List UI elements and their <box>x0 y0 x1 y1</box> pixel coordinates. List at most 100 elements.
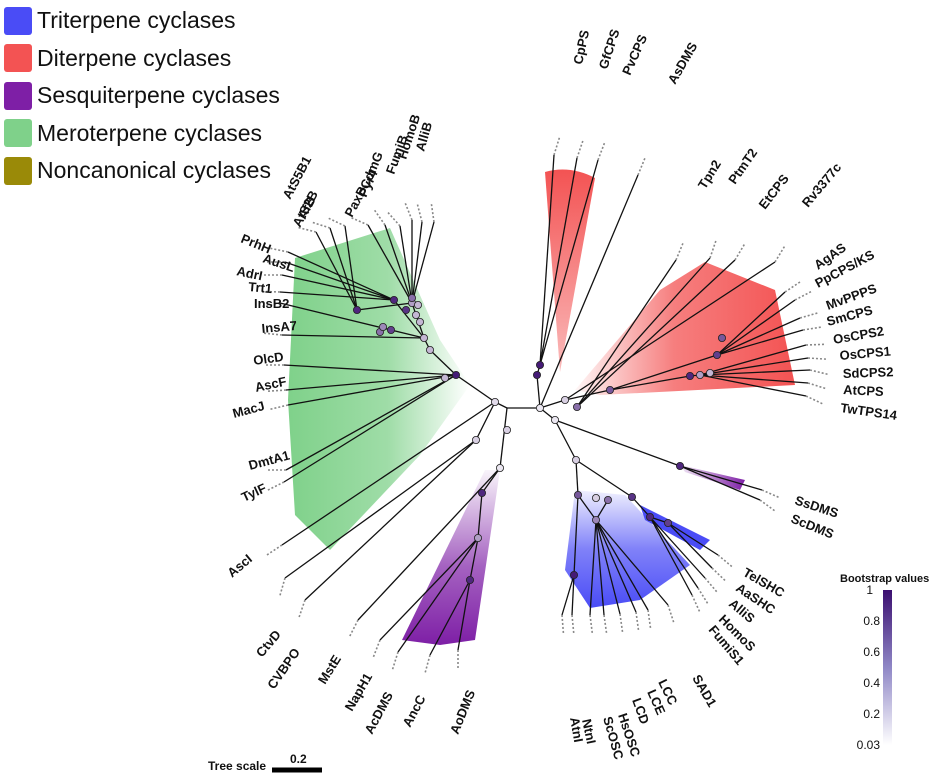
tree-branch <box>539 154 555 366</box>
bootstrap-node <box>401 305 410 314</box>
tree-branch <box>561 574 575 616</box>
leaf-label: Trt1 <box>248 279 273 296</box>
tree-branch <box>285 374 457 471</box>
leaf-guide-line <box>799 311 820 319</box>
meroterpene-swatch <box>4 119 32 148</box>
leaf-guide-line <box>761 489 781 499</box>
tree-branch <box>577 494 597 521</box>
leaf-guide-line <box>784 280 803 293</box>
tree-branch <box>716 299 796 356</box>
tree-branch <box>609 375 691 391</box>
legend-label-meroterpene: Meroterpene cyclases <box>37 119 262 146</box>
leaf-label: OsCPS1 <box>839 344 891 363</box>
colorbar-tick-1: 1 <box>866 583 873 597</box>
leaf-guide-line <box>310 221 331 229</box>
tree-branch <box>455 374 496 403</box>
bootstrap-node <box>536 360 545 369</box>
leaf-label: AdrI <box>235 263 264 283</box>
leaf-guide-line <box>372 639 381 659</box>
colorbar-tick-0-8: 0.8 <box>863 614 880 628</box>
tree-branch <box>589 519 597 616</box>
leaf-label: Rv3377c <box>799 160 844 210</box>
bootstrap-node <box>572 455 581 464</box>
tree-branch <box>384 224 413 304</box>
tree-branch <box>457 579 471 651</box>
bootstrap-node <box>473 534 482 543</box>
bootstrap-node <box>378 322 387 331</box>
leaf-guide-line <box>326 216 346 227</box>
tree-branch <box>281 334 425 339</box>
tree-branch <box>595 519 637 613</box>
sesquiterpene-clade-shade <box>402 470 500 645</box>
bootstrap-node <box>495 463 504 472</box>
colorbar-title: Bootstrap values <box>840 573 929 585</box>
clade-legend: Triterpene cyclases Diterpene cyclases S… <box>4 2 280 190</box>
tree-branch <box>667 522 713 569</box>
bootstrap-node <box>646 513 655 522</box>
colorbar-tick-0-6: 0.6 <box>863 645 880 659</box>
leaf-guide-line <box>711 567 728 583</box>
diterpene-clade-shade <box>575 262 795 395</box>
leaf-label: EtCPS <box>756 171 792 212</box>
legend-label-diterpene: Diterpene cyclases <box>37 44 232 71</box>
bootstrap-node <box>551 415 560 424</box>
bootstrap-nodes <box>352 293 727 585</box>
leaf-guide-line <box>268 404 289 411</box>
bootstrap-node <box>561 395 570 404</box>
bootstrap-node <box>471 435 480 444</box>
leaf-guide-line <box>597 141 606 161</box>
noncanonical-swatch <box>4 156 32 185</box>
leaf-label: AcDMS <box>361 689 396 737</box>
leaf-label: SdCPS2 <box>843 364 894 381</box>
tree-branch <box>281 274 395 301</box>
tree-branch <box>595 519 649 611</box>
colorbar-tick-0-4: 0.4 <box>863 676 880 690</box>
leaf-label: AtnI <box>567 716 586 744</box>
leaf-label: PvCPS <box>619 32 650 77</box>
tree-branch <box>716 291 786 356</box>
leaf-guide-line <box>667 604 676 625</box>
tree-scale-value: 0.2 <box>290 752 307 766</box>
leaf-guide-line <box>260 302 281 308</box>
tree-branch <box>329 227 358 311</box>
leaf-guide-line <box>619 613 624 634</box>
bootstrap-node <box>604 495 613 504</box>
leaf-guide-line <box>265 481 285 492</box>
bootstrap-node <box>718 333 727 342</box>
leaf-guide-line <box>704 577 719 594</box>
bootstrap-node <box>477 488 486 497</box>
sesquiterpene-swatch <box>4 81 32 110</box>
tree-branch <box>429 579 471 656</box>
leaf-label: AtCPS <box>843 382 885 399</box>
bootstrap-node <box>696 370 705 379</box>
colorbar-gradient <box>883 590 892 745</box>
legend-row-noncanonical: Noncanonical cyclases <box>4 152 280 190</box>
tree-branch <box>285 374 457 391</box>
tree-branch <box>356 302 413 311</box>
leaf-guide-line <box>297 599 306 620</box>
tree-branch <box>554 419 681 467</box>
bootstrap-node <box>664 519 673 528</box>
leaf-guide-line <box>589 614 594 635</box>
tree-branch <box>279 302 425 339</box>
leaf-guide-line <box>571 614 575 635</box>
leaf-label: TylF <box>239 480 269 505</box>
leaf-guide-line <box>734 242 746 261</box>
leaf-guide-line <box>386 210 401 227</box>
leaf-guide-line <box>348 619 359 639</box>
leaf-guide-line <box>809 369 830 376</box>
leaf-guide-line <box>553 135 561 156</box>
tree-branch <box>699 344 807 376</box>
tree-branch <box>595 519 605 616</box>
bootstrap-node <box>490 397 499 406</box>
bootstrap-node <box>425 345 434 354</box>
tree-branch <box>576 259 677 408</box>
tree-branch <box>411 221 423 304</box>
leaf-guide-line <box>603 614 608 635</box>
leaf-guide-line <box>759 499 777 513</box>
leaf-label: MacJ <box>231 398 266 421</box>
tree-branch <box>699 369 811 376</box>
leaf-guide-line <box>807 357 829 361</box>
leaf-label: PrhH <box>239 231 273 257</box>
colorbar-tick-0-03: 0.03 <box>857 738 881 752</box>
